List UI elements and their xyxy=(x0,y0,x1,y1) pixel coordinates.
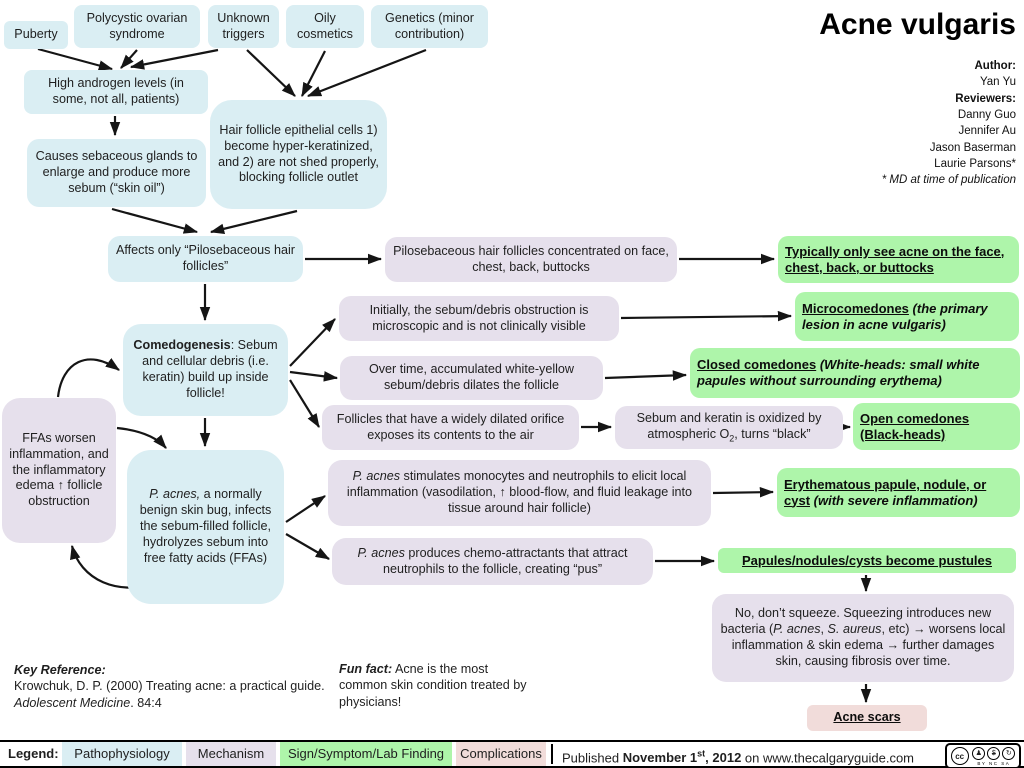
published-url: on www.thecalgaryguide.com xyxy=(741,750,915,766)
flow-box-chemo-attractants: P. acnes produces chemo-attractants that… xyxy=(332,538,653,585)
flow-box-puberty: Puberty xyxy=(4,21,68,49)
flow-box-pcos: Polycystic ovarian syndrome xyxy=(74,5,200,48)
fun-fact-label: Fun fact: xyxy=(339,662,393,676)
reviewers-label: Reviewers: xyxy=(955,92,1016,105)
flow-box-pustules: Papules/nodules/cysts become pustules xyxy=(718,548,1016,573)
legend-swatch-complications: Complications xyxy=(456,742,546,766)
flow-box-high-androgen: High androgen levels (in some, not all, … xyxy=(24,70,208,114)
cc-logo-icon: cc xyxy=(950,747,969,765)
page-title: Acne vulgaris xyxy=(819,8,1016,41)
legend-swatch-pathophysiology: Pathophysiology xyxy=(62,742,182,766)
cc-license-badge: cc ♟ $ ↻ BY NC SA xyxy=(945,743,1021,768)
flow-box-p-acnes: P. acnes, a normally benign skin bug, in… xyxy=(127,450,284,604)
reviewer-name: Danny Guo xyxy=(957,108,1016,121)
footer-bar: Legend: Pathophysiology Mechanism Sign/S… xyxy=(0,740,1024,768)
fun-fact-text: Acne is the most common skin condition t… xyxy=(339,662,527,709)
cc-sa-icon: ↻ xyxy=(1002,746,1016,760)
flow-box-typically-see-acne: Typically only see acne on the face, che… xyxy=(778,236,1019,283)
reviewer-name: Jason Baserman xyxy=(929,141,1016,154)
cc-by-icon: ♟ xyxy=(972,746,986,760)
flow-box-hair-follicle: Hair follicle epithelial cells 1) become… xyxy=(210,100,387,209)
flow-box-unknown-triggers: Unknown triggers xyxy=(208,5,279,48)
flow-box-erythematous-papule: Erythematous papule, nodule, or cyst (wi… xyxy=(777,468,1020,517)
flow-box-acne-scars: Acne scars xyxy=(807,705,927,731)
flow-box-overtime-dilates: Over time, accumulated white-yellow sebu… xyxy=(340,356,603,400)
flow-box-stimulates-monocytes: P. acnes stimulates monocytes and neutro… xyxy=(328,460,711,526)
credits-block: Author: Yan Yu Reviewers: Danny Guo Jenn… xyxy=(882,58,1016,189)
key-reference-text: Krowchuk, D. P. (2000) Treating acne: a … xyxy=(14,679,325,710)
flow-box-comedogenesis: Comedogenesis: Sebum and cellular debris… xyxy=(123,324,288,416)
flow-box-concentrated: Pilosebaceous hair follicles concentrate… xyxy=(385,237,677,282)
flow-box-affects-only: Affects only “Pilosebaceous hair follicl… xyxy=(108,236,303,282)
flow-box-dont-squeeze: No, don’t squeeze. Squeezing introduces … xyxy=(712,594,1014,682)
credits-note: * MD at time of publication xyxy=(881,174,1016,187)
flow-box-sebaceous-glands: Causes sebaceous glands to enlarge and p… xyxy=(27,139,206,207)
published-line: Published November 1st, 2012 on www.thec… xyxy=(562,749,915,766)
author-name: Yan Yu xyxy=(979,76,1016,89)
flow-box-genetics: Genetics (minor contribution) xyxy=(371,5,488,48)
flow-box-open-comedones: Open comedones (Black-heads) xyxy=(853,403,1020,450)
legend-swatch-mechanism: Mechanism xyxy=(186,742,276,766)
author-label: Author: xyxy=(974,60,1016,72)
key-reference-label: Key Reference: xyxy=(14,663,106,677)
flow-box-initially-microscopic: Initially, the sebum/debris obstruction … xyxy=(339,296,619,341)
legend-swatch-sign-symptom: Sign/Symptom/Lab Finding xyxy=(280,742,452,766)
cc-license-icons: ♟ $ ↻ BY NC SA xyxy=(972,746,1016,766)
key-reference: Key Reference: Krowchuk, D. P. (2000) Tr… xyxy=(14,662,326,711)
flow-box-dilated-orifice: Follicles that have a widely dilated ori… xyxy=(322,405,579,450)
flow-box-oxidized-black: Sebum and keratin is oxidized by atmosph… xyxy=(615,406,843,449)
legend-label: Legend: xyxy=(8,746,59,761)
flow-box-closed-comedones: Closed comedones (White-heads: small whi… xyxy=(690,348,1020,398)
reviewer-name: Jennifer Au xyxy=(958,125,1016,138)
flow-box-microcomedones: Microcomedones (the primary lesion in ac… xyxy=(795,292,1019,341)
reviewer-name: Laurie Parsons* xyxy=(934,157,1016,170)
footer-divider xyxy=(551,744,553,764)
cc-nc-icon: $ xyxy=(987,746,1001,760)
flow-box-ffas-worsen: FFAs worsen inflammation, and the inflam… xyxy=(2,398,116,543)
flow-box-oily-cosmetics: Oily cosmetics xyxy=(286,5,364,48)
fun-fact: Fun fact: Acne is the most common skin c… xyxy=(339,661,531,710)
cc-license-labels: BY NC SA xyxy=(977,760,1011,766)
